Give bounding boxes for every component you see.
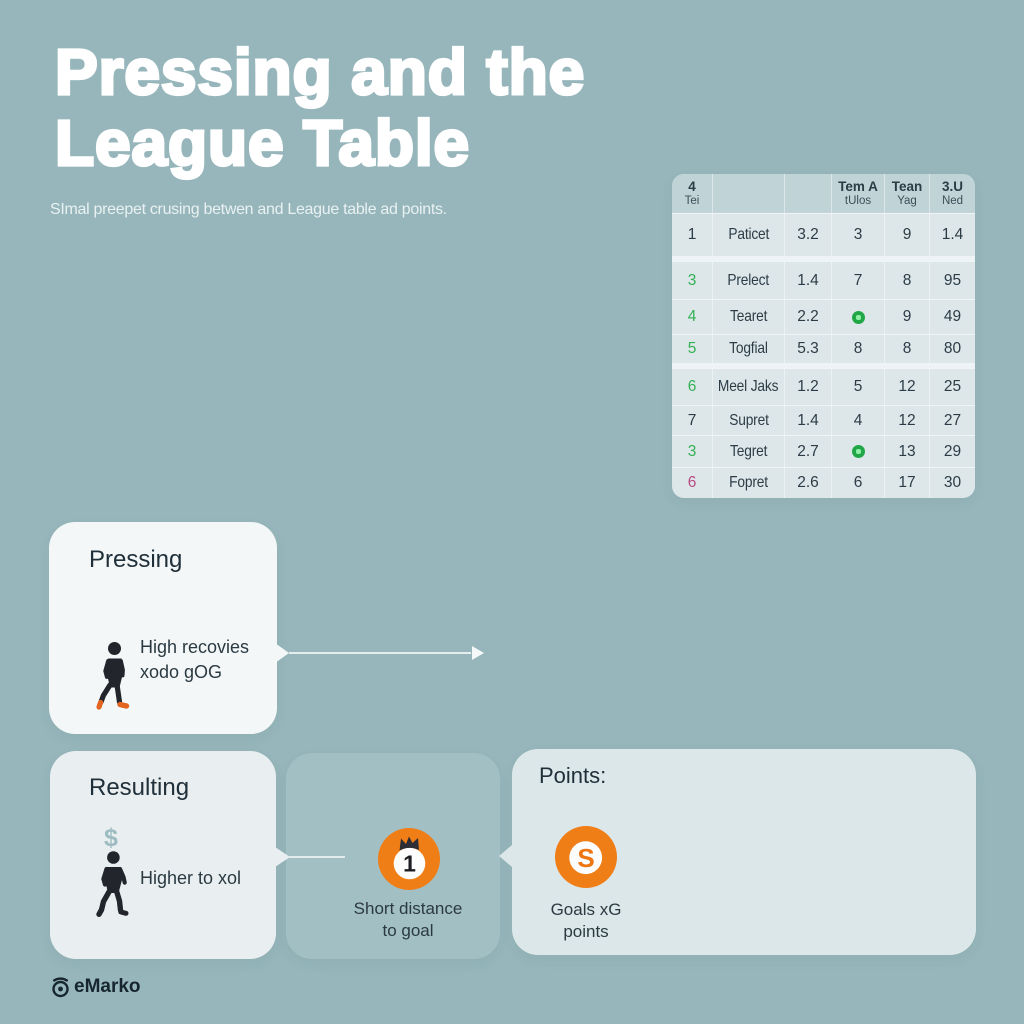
svg-text:S: S: [577, 843, 594, 873]
svg-text:1: 1: [403, 851, 416, 877]
